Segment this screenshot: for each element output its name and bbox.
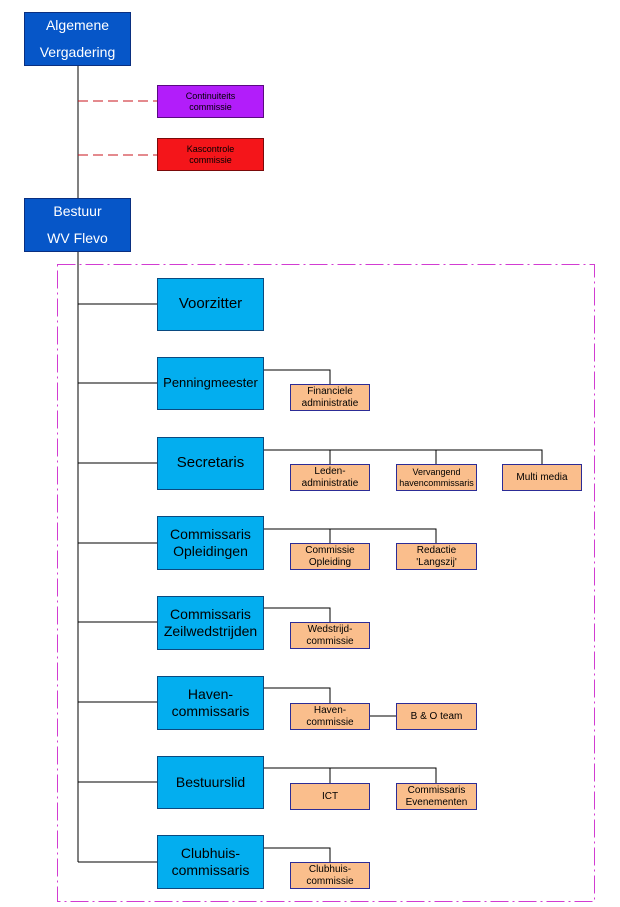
unit-financial-admin[interactable]: Financiele administratie	[290, 384, 370, 411]
unit-member-admin[interactable]: Leden- administratie	[290, 464, 370, 491]
unit-events-commissioner[interactable]: Commissaris Evenementen	[396, 783, 477, 810]
unit-editorial-langszij[interactable]: Redactie 'Langszij'	[396, 543, 477, 570]
audit-committee-box[interactable]: Kascontrole commissie	[157, 138, 264, 171]
general-assembly-box[interactable]: Algemene Vergadering	[24, 12, 131, 66]
unit-deputy-harbour-commissioner[interactable]: Vervangend havencommissaris	[396, 464, 477, 491]
role-chairman[interactable]: Voorzitter	[157, 278, 264, 331]
role-clubhouse-commissioner[interactable]: Clubhuis- commissaris	[157, 835, 264, 889]
unit-clubhouse-committee[interactable]: Clubhuis- commissie	[290, 862, 370, 889]
board-box[interactable]: Bestuur WV Flevo	[24, 198, 131, 252]
connector-racing-committee	[263, 607, 331, 622]
unit-multimedia[interactable]: Multi media	[502, 464, 582, 491]
role-secretary[interactable]: Secretaris	[157, 437, 264, 490]
unit-racing-committee[interactable]: Wedstrijd- commissie	[290, 622, 370, 649]
unit-harbour-committee[interactable]: Haven- commissie	[290, 703, 370, 730]
role-racing-commissioner[interactable]: Commissaris Zeilwedstrijden	[157, 596, 264, 650]
connector-board-member-bus	[263, 767, 437, 783]
connector-secretary-bus	[263, 449, 543, 464]
connector-training-bus	[263, 528, 437, 543]
unit-training-committee[interactable]: Commissie Opleiding	[290, 543, 370, 570]
role-harbour-commissioner[interactable]: Haven- commissaris	[157, 676, 264, 730]
board-boundary	[57, 264, 595, 902]
continuity-committee-box[interactable]: Continuiteits commissie	[157, 85, 264, 118]
role-board-member[interactable]: Bestuurslid	[157, 756, 264, 809]
unit-bo-team[interactable]: B & O team	[396, 703, 477, 730]
connector-financial-admin	[263, 369, 331, 384]
connector-harbour-committee	[263, 687, 331, 703]
unit-ict[interactable]: ICT	[290, 783, 370, 810]
connector-clubhouse-committee	[263, 847, 331, 862]
role-training-commissioner[interactable]: Commissaris Opleidingen	[157, 516, 264, 570]
role-treasurer[interactable]: Penningmeester	[157, 357, 264, 410]
